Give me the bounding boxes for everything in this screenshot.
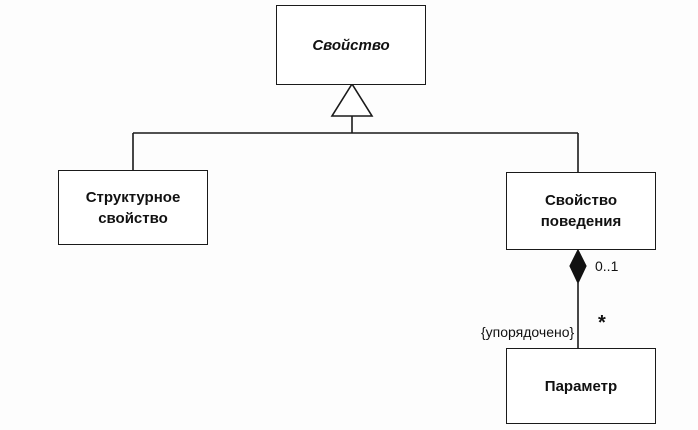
class-structural-property: Структурное свойство: [58, 170, 208, 245]
class-parameter-name: Параметр: [544, 377, 618, 395]
ordered-constraint-label: {упорядочено}: [481, 324, 575, 340]
class-behavioral-property: Свойство поведения: [506, 172, 656, 250]
class-structural-property-name: Структурное свойство: [85, 188, 181, 227]
class-property: Свойство: [276, 5, 426, 85]
generalization-triangle-icon: [330, 82, 374, 117]
part-multiplicity-label: *: [598, 312, 606, 334]
owner-multiplicity-label: 0..1: [595, 258, 619, 274]
composition-diamond-icon: [569, 248, 587, 285]
class-parameter: Параметр: [506, 348, 656, 424]
class-property-name: Свойство: [312, 36, 390, 54]
class-behavioral-property-name: Свойство поведения: [540, 192, 622, 230]
